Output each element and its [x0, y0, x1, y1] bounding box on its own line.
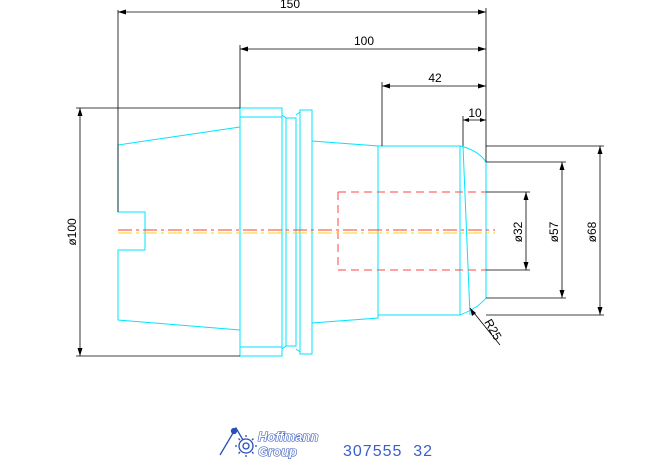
groove: [281, 114, 287, 350]
logo-line1: Hoffmann: [258, 429, 318, 444]
body-taper: [311, 140, 379, 324]
nose: [378, 145, 461, 316]
part-outline: [117, 107, 487, 357]
dim-100: 100: [354, 34, 374, 48]
dimension-lines: [76, 8, 604, 357]
dim-dia68: ø68: [585, 221, 599, 242]
hidden-bore: [337, 191, 486, 271]
hoffmann-logo: Hoffmann Group: [219, 426, 319, 460]
dim-dia57: ø57: [547, 221, 561, 242]
dim-dia100: ø100: [65, 218, 79, 246]
dim-150: 150: [280, 0, 300, 11]
dimension-arrows: [77, 9, 603, 356]
flange: [239, 107, 283, 357]
collar: [299, 109, 313, 355]
hoffmann-gear-icon: [219, 426, 257, 457]
centerline: [118, 229, 495, 234]
dim-10: 10: [468, 106, 482, 120]
dim-dia32: ø32: [511, 221, 525, 242]
dim-r25: R25: [481, 317, 504, 343]
dim-42: 42: [428, 71, 442, 85]
taper-shank: [117, 126, 241, 331]
logo-line2: Group: [258, 444, 297, 459]
part-number: 307555 32: [343, 443, 433, 460]
